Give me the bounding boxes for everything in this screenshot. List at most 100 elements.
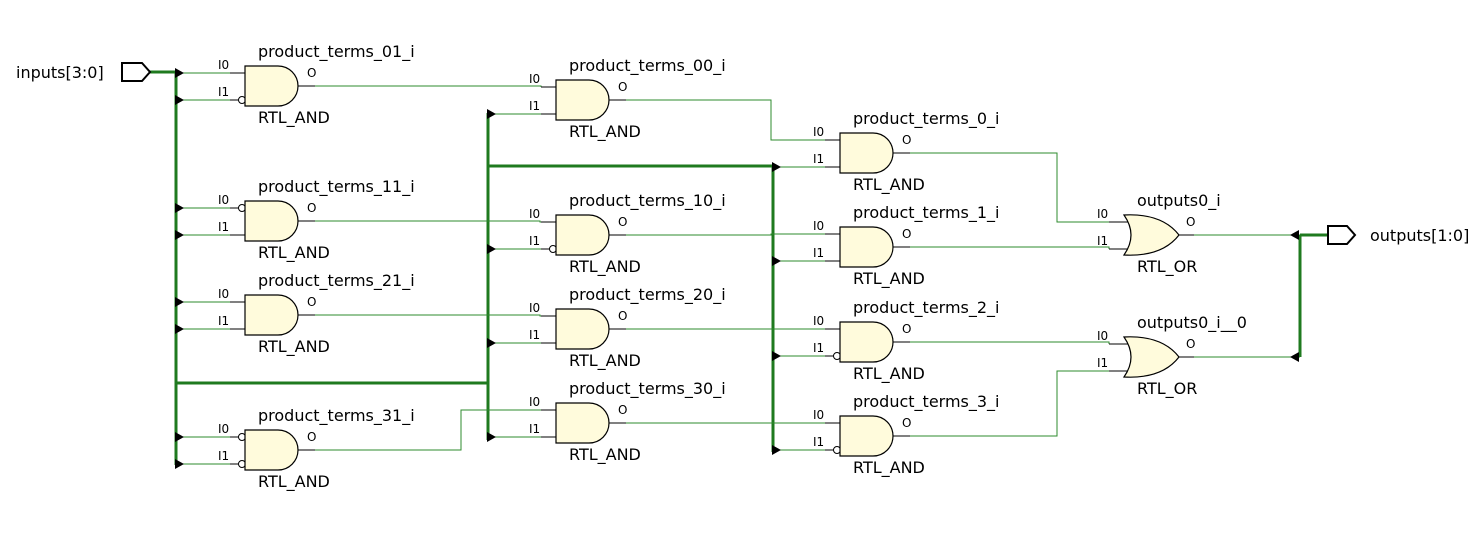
- bus-ripper-arrow-icon: [175, 230, 184, 240]
- bus-ripper-arrow-icon: [175, 324, 184, 334]
- net-pt11-pt10: [315, 220, 541, 223]
- gate-type-label: RTL_OR: [1137, 257, 1197, 277]
- gate-type-label: RTL_AND: [853, 364, 925, 384]
- pin-label-in1: I1: [813, 152, 824, 166]
- pin-label-in0: I0: [529, 72, 540, 86]
- gate-instance-name: product_terms_00_i: [569, 56, 726, 76]
- input-bus: [150, 70, 178, 465]
- gate-instance-name: product_terms_10_i: [569, 191, 726, 211]
- net-pt00-pt0: [626, 99, 825, 141]
- or-gate-icon: [1122, 214, 1180, 256]
- pin-label-in0: I0: [1097, 329, 1108, 343]
- and-gate-icon: [244, 294, 299, 336]
- pin-label-out: O: [902, 322, 911, 336]
- bus-ripper-arrow-icon: [175, 68, 184, 78]
- pin-label-in1: I1: [529, 422, 540, 436]
- ports: inputs[3:0] outputs[1:0]: [16, 62, 1469, 245]
- and-gate-icon: [839, 132, 894, 174]
- pin-label-in1: I1: [529, 99, 540, 113]
- bus-ripper-arrow-icon: [487, 109, 496, 119]
- bus-ripper-arrow-icon: [772, 351, 781, 361]
- bus-ripper-arrow-icon: [175, 297, 184, 307]
- gate-type-label: RTL_AND: [569, 445, 641, 465]
- gate-type-label: RTL_AND: [569, 257, 641, 277]
- bus-ripper-arrow-icon: [772, 256, 781, 266]
- pin-label-out: O: [902, 416, 911, 430]
- output-port[interactable]: outputs[1:0]: [1327, 225, 1469, 245]
- output-port-label: outputs[1:0]: [1370, 226, 1469, 245]
- gate-type-label: RTL_AND: [853, 458, 925, 478]
- bus-ripper-arrow-icon: [175, 459, 184, 469]
- pin-label-in0: I0: [218, 422, 229, 436]
- net-pt2-or1: [910, 341, 1110, 344]
- pin-label-in1: I1: [813, 246, 824, 260]
- gate-instance-name: product_terms_0_i: [853, 109, 1000, 129]
- pin-label-in0: I0: [218, 287, 229, 301]
- pin-label-in0: I0: [1097, 207, 1108, 221]
- pin-label-in1: I1: [529, 234, 540, 248]
- and-gate-icon: [555, 214, 610, 256]
- pin-label-in0: I0: [529, 395, 540, 409]
- gate-type-label: RTL_AND: [258, 243, 330, 263]
- gate-instance-name: product_terms_3_i: [853, 392, 1000, 412]
- gate-instance-name: product_terms_30_i: [569, 379, 726, 399]
- pin-label-out: O: [618, 215, 627, 229]
- pin-label-in1: I1: [218, 220, 229, 234]
- gate-type-label: RTL_OR: [1137, 379, 1197, 399]
- input-port-label: inputs[3:0]: [16, 63, 104, 82]
- net-pt3-or1: [910, 370, 1109, 437]
- pin-label-out: O: [618, 403, 627, 417]
- pin-label-out: O: [307, 66, 316, 80]
- and-gate-icon: [555, 79, 610, 121]
- net-pt31-pt30: [315, 409, 541, 451]
- pin-label-in1: I1: [813, 341, 824, 355]
- pin-label-in1: I1: [1097, 234, 1108, 248]
- gate-instance-name: product_terms_31_i: [258, 406, 415, 426]
- gate-instance-name: product_terms_11_i: [258, 177, 415, 197]
- bus-ripper-arrow-icon: [487, 244, 496, 254]
- pin-label-in0: I0: [529, 207, 540, 221]
- pin-label-out: O: [307, 201, 316, 215]
- pin-label-out: O: [618, 80, 627, 94]
- pin-label-in0: I0: [529, 301, 540, 315]
- gate-instance-name: product_terms_1_i: [853, 203, 1000, 223]
- input-port[interactable]: inputs[3:0]: [16, 62, 152, 82]
- gate-type-label: RTL_AND: [853, 175, 925, 195]
- gate-instance-name: outputs0_i__0: [1137, 313, 1247, 333]
- pin-label-in1: I1: [1097, 356, 1108, 370]
- and-gate-icon: [839, 226, 894, 268]
- bus-ripper-arrow-icon: [175, 95, 184, 105]
- bus-ripper-arrow-icon: [175, 203, 184, 213]
- pin-label-out: O: [902, 227, 911, 241]
- bus-ripper-arrow-icon: [1290, 230, 1299, 240]
- and-gate-icon: [244, 65, 299, 107]
- net-pt1-or0: [910, 246, 1110, 249]
- bus-ripper-arrow-icon: [772, 445, 781, 455]
- net-pt01-pt00: [315, 85, 542, 87]
- pin-label-in1: I1: [529, 328, 540, 342]
- pin-label-in0: I0: [218, 193, 229, 207]
- gate-type-label: RTL_AND: [853, 269, 925, 289]
- net-pt21-pt20: [315, 314, 541, 317]
- bus-ripper-arrow-icon: [1290, 352, 1299, 362]
- pin-label-out: O: [307, 430, 316, 444]
- pin-label-out: O: [307, 295, 316, 309]
- bus-ripper-arrow-icon: [487, 432, 496, 442]
- bus-ripper-arrow-icon: [772, 162, 781, 172]
- and-gate-icon: [555, 402, 610, 444]
